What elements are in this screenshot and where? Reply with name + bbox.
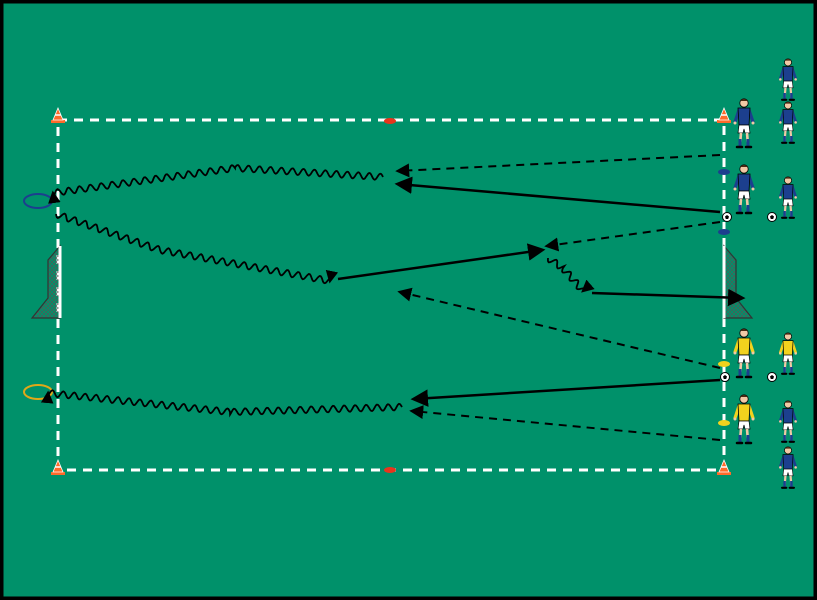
dribble-arrow: [40, 389, 403, 418]
player-icon: [778, 332, 798, 375]
pass-arrow: [591, 288, 746, 307]
disc-marker-icon: [718, 229, 730, 235]
cone-icon: [51, 106, 65, 123]
pass-arrow: [410, 378, 721, 407]
ball-icon: [720, 372, 730, 382]
ball-icon: [722, 212, 732, 222]
disc-marker-icon: [718, 361, 730, 367]
cone-icon: [717, 106, 731, 123]
disc-marker-icon: [718, 420, 730, 426]
player-icon: [733, 98, 755, 149]
dashed-run-arrow: [544, 221, 721, 252]
disc-marker-icon: [384, 467, 396, 473]
player-icon: [778, 58, 798, 101]
player-icon: [733, 394, 755, 445]
cone-icon: [51, 458, 65, 475]
ball-icon: [767, 212, 777, 222]
player-icon: [733, 164, 755, 215]
player-icon: [778, 400, 798, 443]
goal-icon: [30, 244, 62, 319]
player-icon: [733, 328, 755, 379]
dribble-arrow: [546, 257, 595, 293]
disc-marker-icon: [384, 118, 396, 124]
ball-icon: [767, 372, 777, 382]
dribble-arrow: [55, 212, 339, 285]
cone-icon: [717, 458, 731, 475]
pass-arrow: [394, 176, 721, 214]
player-icon: [778, 446, 798, 489]
player-icon: [778, 176, 798, 219]
disc-marker-icon: [718, 169, 730, 175]
dashed-run-arrow: [409, 405, 721, 441]
dribble-arrow: [48, 164, 384, 204]
player-icon: [778, 101, 798, 144]
pass-arrow: [337, 243, 546, 281]
dashed-run-arrow: [395, 154, 721, 178]
